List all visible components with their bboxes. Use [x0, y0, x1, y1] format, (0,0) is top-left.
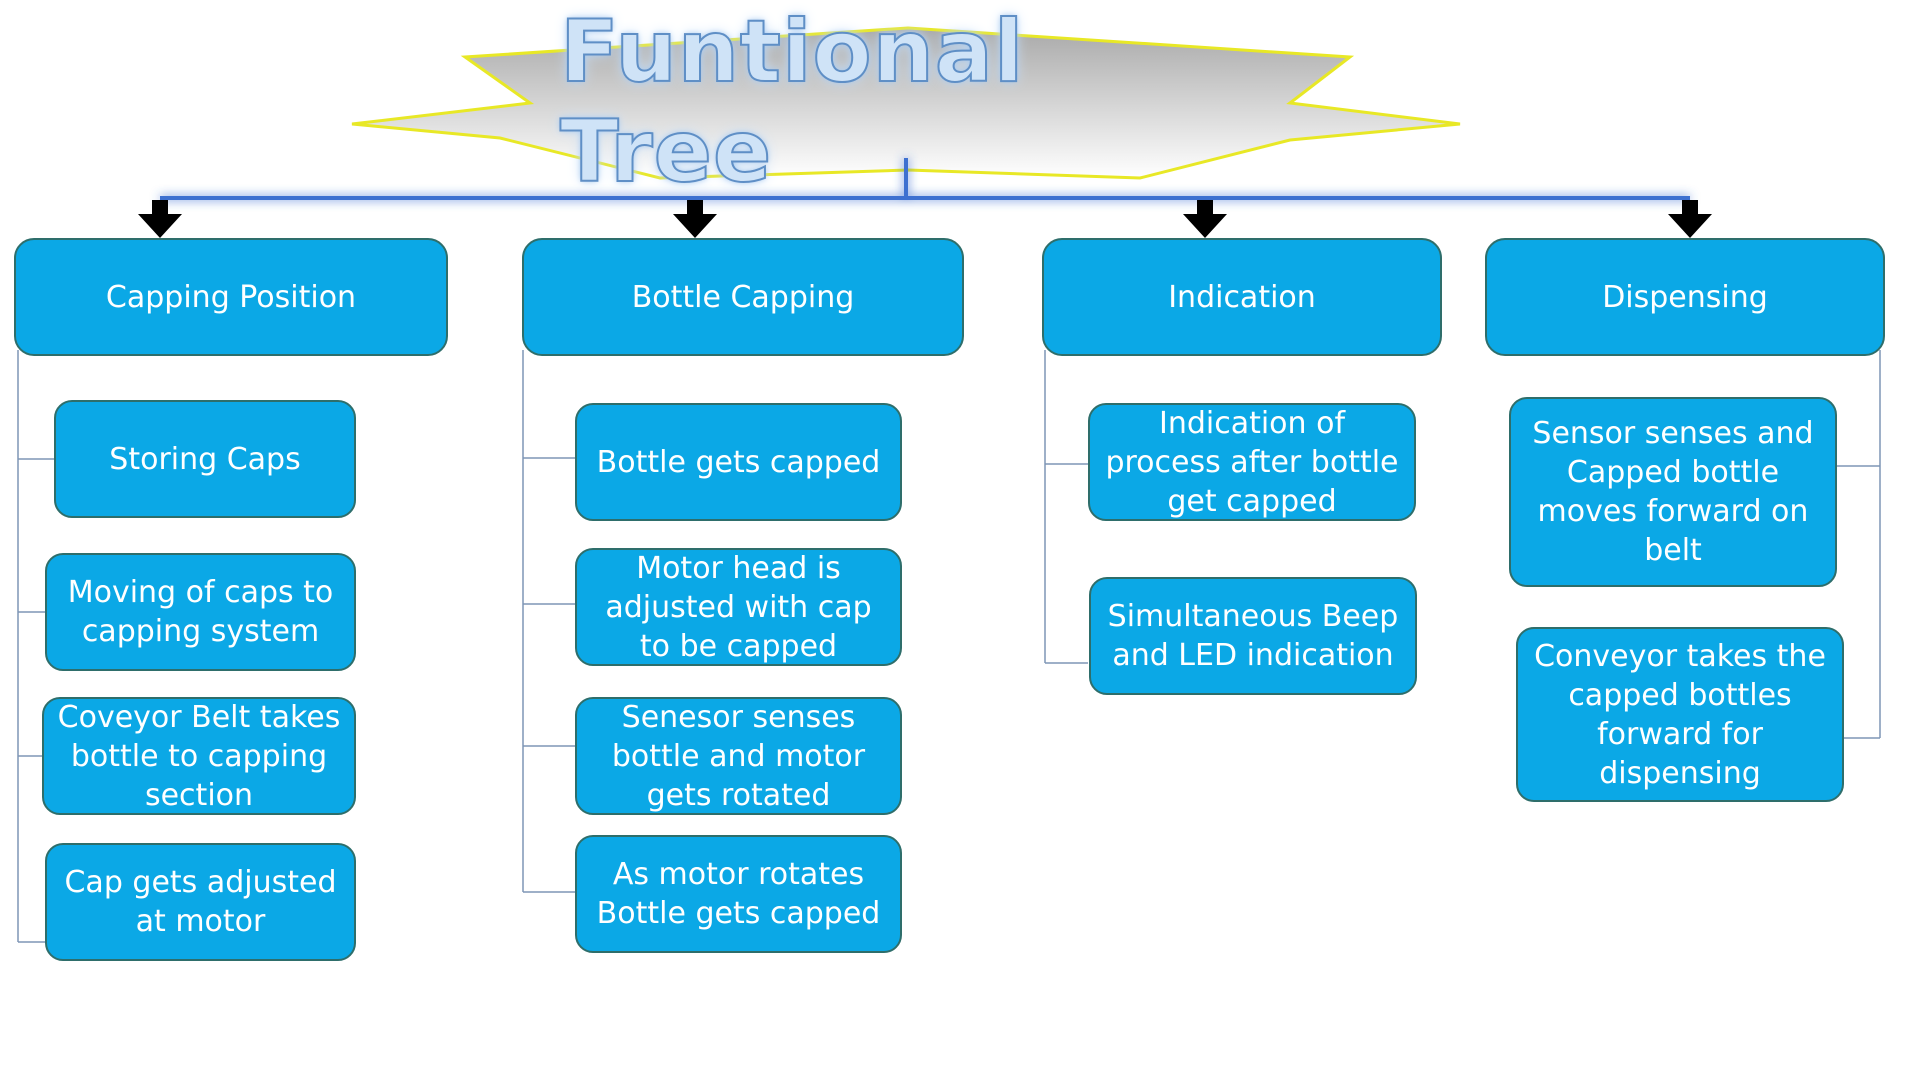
branch-arrow-2	[1183, 200, 1227, 238]
node-motor-rotates: As motor rotates Bottle gets capped	[575, 835, 902, 953]
node-label: Simultaneous Beep and LED indication	[1107, 599, 1399, 673]
branch-label: Bottle Capping	[631, 279, 855, 315]
diagram-title: Funtional Tree	[559, 1, 1025, 203]
node-motor-head-adjusted: Motor head is adjusted with cap to be ca…	[575, 548, 902, 666]
node-conveyor-belt: Coveyor Belt takes bottle to capping sec…	[42, 697, 356, 815]
node-label: Conveyor takes the capped bottles forwar…	[1534, 638, 1826, 791]
branch-arrow-3	[1668, 200, 1712, 238]
branch-arrow-1	[673, 200, 717, 238]
node-cap-adjusted: Cap gets adjusted at motor	[45, 843, 356, 961]
node-label: Moving of caps to capping system	[67, 575, 334, 649]
node-label: Motor head is adjusted with cap to be ca…	[605, 550, 872, 664]
node-label: As motor rotates Bottle gets capped	[596, 857, 881, 931]
branch-bottle-capping: Bottle Capping	[522, 238, 964, 356]
node-label: Storing Caps	[109, 441, 301, 477]
branch-rails	[17, 350, 1881, 943]
branch-indication: Indication	[1042, 238, 1442, 356]
branch-arrows	[138, 200, 1712, 238]
node-label: Indication of process after bottle get c…	[1105, 405, 1399, 519]
node-label: Bottle gets capped	[596, 444, 881, 480]
node-label: Cap gets adjusted at motor	[64, 865, 337, 939]
node-storing-caps: Storing Caps	[54, 400, 356, 518]
node-sensor-senses-bottle: Senesor senses bottle and motor gets rot…	[575, 697, 902, 815]
branch-capping-position: Capping Position	[14, 238, 448, 356]
branch-arrow-0	[138, 200, 182, 238]
branch-label: Indication	[1168, 279, 1316, 315]
branch-label: Capping Position	[105, 279, 357, 315]
branch-label: Dispensing	[1602, 279, 1768, 315]
branch-dispensing: Dispensing	[1485, 238, 1885, 356]
node-beep-led: Simultaneous Beep and LED indication	[1089, 577, 1417, 695]
node-moving-caps: Moving of caps to capping system	[45, 553, 356, 671]
connector-bus	[160, 158, 1690, 200]
node-label: Sensor senses and Capped bottle moves fo…	[1532, 416, 1814, 568]
node-bottle-gets-capped: Bottle gets capped	[575, 403, 902, 521]
node-sensor-capped-bottle: Sensor senses and Capped bottle moves fo…	[1509, 397, 1837, 587]
node-conveyor-dispensing: Conveyor takes the capped bottles forwar…	[1516, 627, 1844, 802]
node-label: Senesor senses bottle and motor gets rot…	[611, 699, 866, 813]
node-indication-of-process: Indication of process after bottle get c…	[1088, 403, 1416, 521]
node-label: Coveyor Belt takes bottle to capping sec…	[57, 699, 341, 813]
